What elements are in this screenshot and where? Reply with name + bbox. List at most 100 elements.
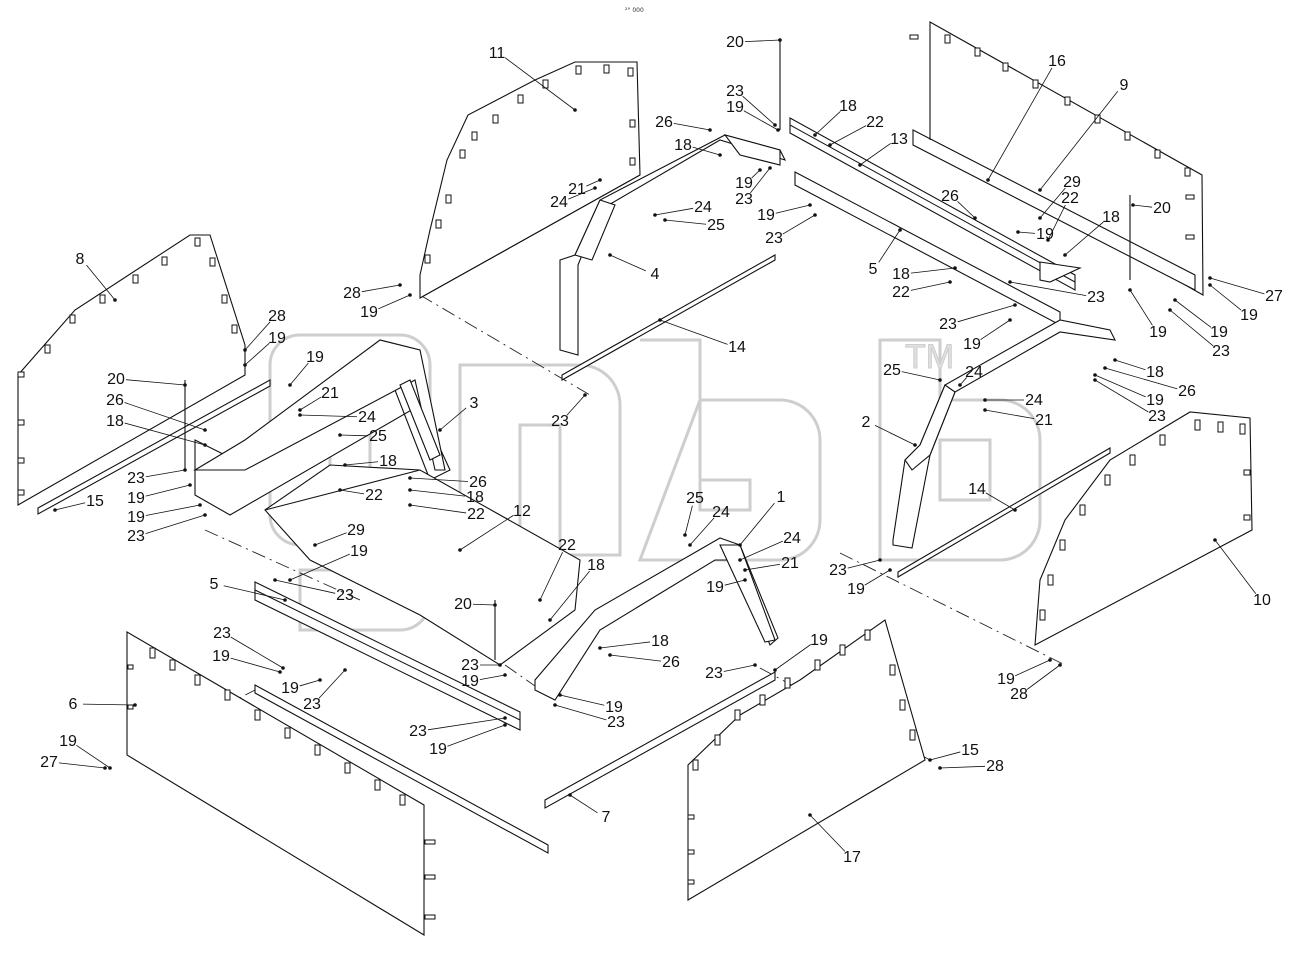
callout-label: 18 bbox=[379, 453, 397, 470]
callout-label: 22 bbox=[558, 537, 576, 554]
leader-line bbox=[549, 570, 590, 621]
callout-label: 20 bbox=[1153, 200, 1171, 217]
leader-line bbox=[289, 553, 350, 581]
callout-label: 19 bbox=[726, 99, 744, 116]
fastener-dot bbox=[103, 766, 107, 770]
leader-line bbox=[1209, 277, 1265, 295]
callout-label: 19 bbox=[1149, 324, 1167, 341]
callout-3: 3 bbox=[438, 395, 479, 432]
fastener-dot bbox=[538, 598, 542, 602]
callout-5: 5 bbox=[210, 576, 287, 602]
callout-23: 23 bbox=[1008, 280, 1105, 306]
fastener-dot bbox=[608, 653, 612, 657]
callout-label: 19 bbox=[127, 490, 145, 507]
leader-line bbox=[847, 559, 881, 569]
callout-20: 20 bbox=[454, 596, 497, 613]
leader-line bbox=[673, 122, 711, 131]
fastener-dot bbox=[858, 163, 862, 167]
leader-line bbox=[1009, 281, 1087, 297]
leader-line bbox=[559, 694, 605, 706]
callout-label: 22 bbox=[1061, 190, 1079, 207]
fastener-dot bbox=[598, 646, 602, 650]
callout-label: 5 bbox=[210, 576, 219, 593]
leader-line bbox=[1169, 309, 1214, 347]
leader-line bbox=[58, 762, 106, 769]
leader-line bbox=[939, 765, 986, 769]
callout-20: 20 bbox=[726, 34, 782, 51]
callout-label: 13 bbox=[890, 131, 908, 148]
callout-26: 26 bbox=[655, 114, 712, 132]
fastener-dot bbox=[813, 213, 817, 217]
leader-line bbox=[299, 396, 322, 411]
callout-19: 19 bbox=[127, 483, 192, 507]
leader-line bbox=[339, 434, 369, 437]
callout-label: 24 bbox=[1025, 392, 1043, 409]
callout-label: 22 bbox=[866, 114, 884, 131]
callout-19: 19 bbox=[281, 678, 322, 697]
fastener-dot bbox=[973, 216, 977, 220]
callout-label: 23 bbox=[607, 714, 625, 731]
callout-1: 1 bbox=[738, 489, 786, 547]
fastener-dot bbox=[1038, 216, 1042, 220]
fastener-dot bbox=[768, 166, 772, 170]
callout-label: 24 bbox=[694, 199, 712, 216]
panel-12 bbox=[264, 464, 581, 666]
fastener-dot bbox=[1168, 308, 1172, 312]
callout-19: 19 bbox=[1173, 298, 1228, 341]
fastener-dot bbox=[493, 603, 497, 607]
fastener-dot bbox=[653, 213, 657, 217]
callout-26: 26 bbox=[106, 392, 207, 432]
fastener-dot bbox=[663, 218, 667, 222]
leader-line bbox=[750, 167, 771, 194]
callout-24: 24 bbox=[983, 392, 1043, 409]
callout-23: 23 bbox=[705, 663, 757, 682]
leader-line bbox=[554, 704, 607, 721]
callout-19: 19 bbox=[1128, 288, 1167, 341]
leader-line bbox=[409, 504, 467, 514]
callout-22: 22 bbox=[408, 503, 485, 523]
callout-21: 21 bbox=[743, 555, 799, 572]
arch-2 bbox=[892, 319, 1116, 549]
callout-23: 23 bbox=[213, 625, 285, 670]
leader-line bbox=[1015, 659, 1051, 677]
callout-label: 23 bbox=[461, 657, 479, 674]
leader-line bbox=[244, 321, 271, 351]
callout-19: 19 bbox=[59, 733, 112, 770]
callout-18: 18 bbox=[1113, 358, 1164, 381]
callout-label: 28 bbox=[1010, 686, 1028, 703]
callout-label: 8 bbox=[76, 251, 85, 268]
callout-label: 16 bbox=[1048, 53, 1066, 70]
callout-10: 10 bbox=[1213, 538, 1271, 609]
fastener-dot bbox=[958, 383, 962, 387]
leader-line bbox=[223, 585, 286, 601]
callout-label: 24 bbox=[712, 504, 730, 521]
leader-line bbox=[689, 517, 715, 546]
callout-label: 23 bbox=[409, 723, 427, 740]
fastener-dot bbox=[338, 488, 342, 492]
callout-label: 23 bbox=[1212, 343, 1230, 360]
fastener-dot bbox=[1128, 288, 1132, 292]
fastener-dot bbox=[203, 428, 207, 432]
callout-14: 14 bbox=[968, 481, 1017, 512]
callout-26: 26 bbox=[408, 474, 487, 491]
fastener-dot bbox=[1058, 663, 1062, 667]
fastener-dot bbox=[1173, 298, 1177, 302]
callout-25: 25 bbox=[338, 428, 387, 445]
callout-label: 19 bbox=[429, 741, 447, 758]
leader-line bbox=[230, 636, 284, 669]
leader-line bbox=[344, 461, 379, 466]
callout-23: 23 bbox=[409, 716, 507, 740]
leader-line bbox=[409, 489, 466, 497]
leader-line bbox=[609, 654, 662, 662]
arch-1 bbox=[534, 537, 779, 701]
callout-label: 6 bbox=[69, 696, 78, 713]
callout-22: 22 bbox=[538, 537, 576, 602]
leader-line bbox=[504, 57, 576, 111]
callout-28: 28 bbox=[243, 308, 286, 352]
fastener-dot bbox=[273, 578, 277, 582]
strip-15-bottom bbox=[544, 671, 776, 809]
leader-line bbox=[743, 110, 779, 131]
fastener-dot bbox=[283, 598, 287, 602]
callout-label: 21 bbox=[781, 555, 799, 572]
callout-18: 18 bbox=[813, 98, 857, 137]
